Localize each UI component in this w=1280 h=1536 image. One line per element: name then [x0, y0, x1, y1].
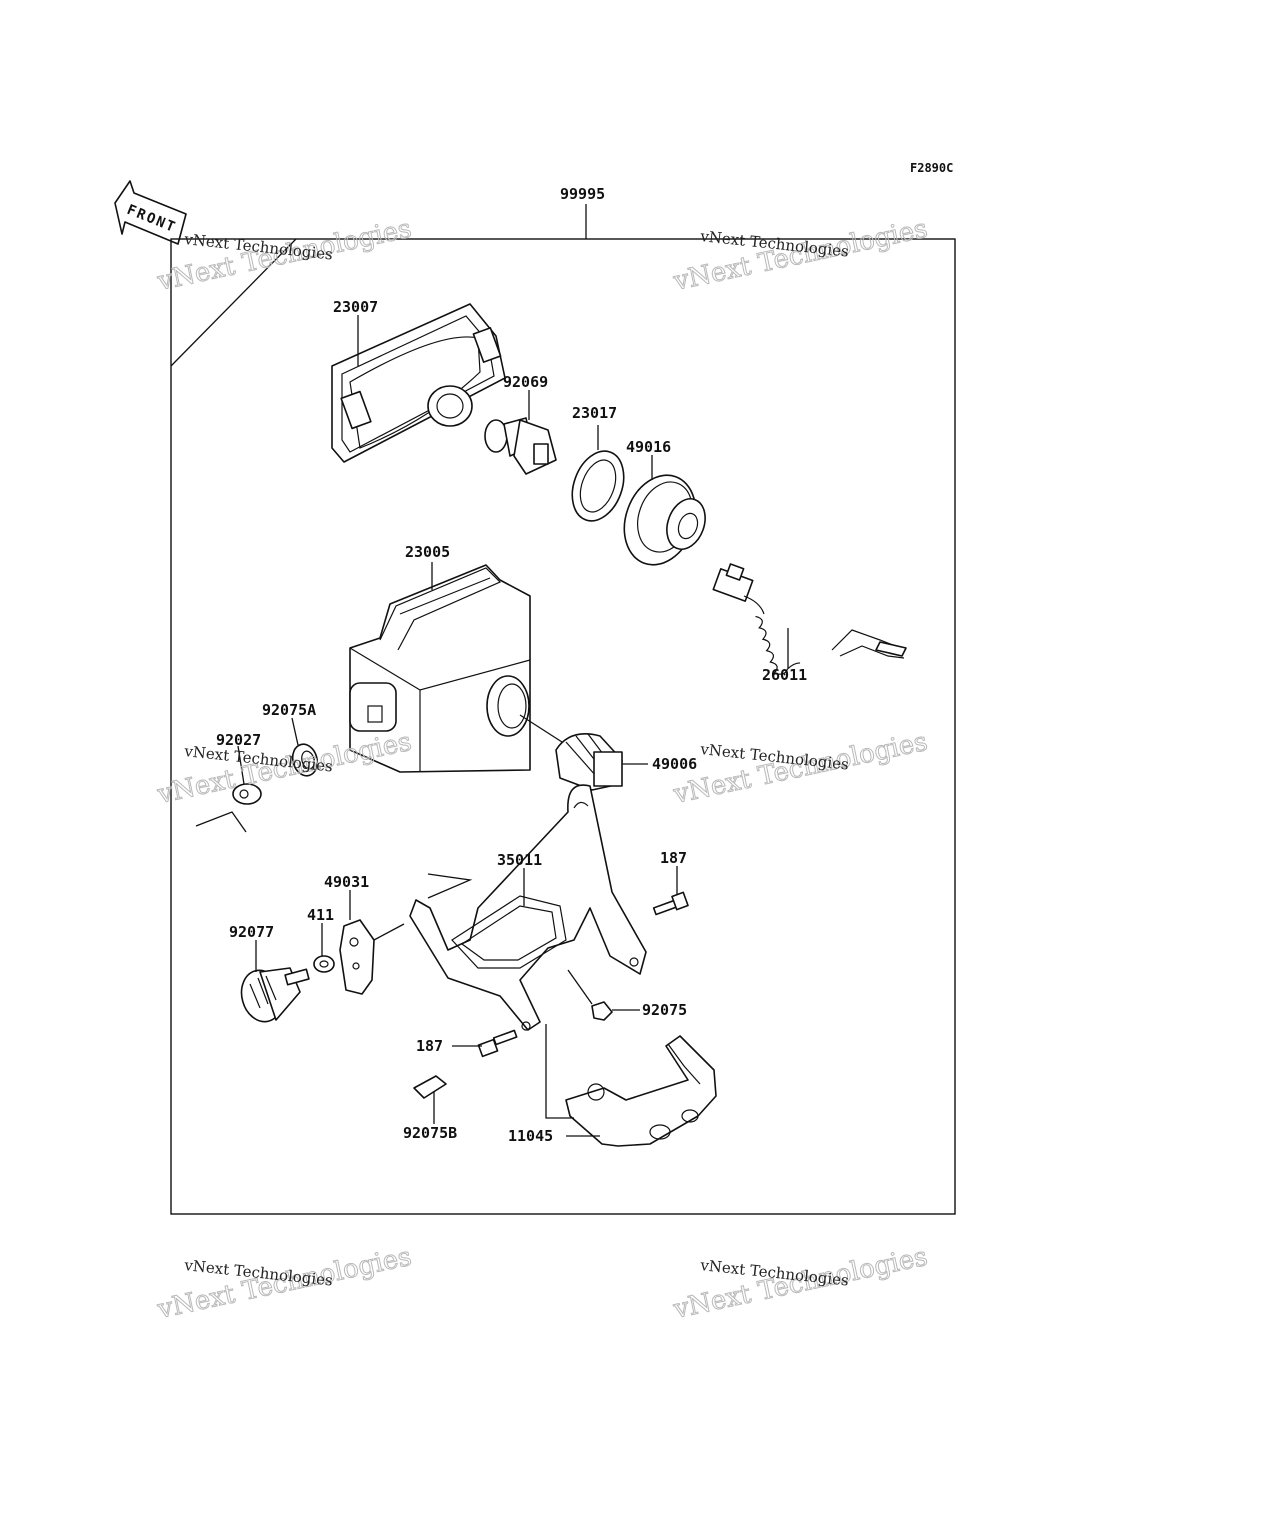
- part-label-92077: 92077: [229, 923, 274, 941]
- watermark-bottom-left: vNext Technologies vNext Technologies: [154, 1241, 415, 1325]
- headlight-lens-part: [331, 303, 506, 463]
- bolt-part-lower: [477, 1029, 518, 1058]
- headlight-housing-part: [349, 564, 531, 773]
- bracket-part: [409, 784, 647, 1031]
- retaining-ring-part: [571, 450, 625, 522]
- mount-bracket-part: [565, 1035, 717, 1147]
- part-label-49016: 49016: [626, 438, 671, 456]
- front-arrow-icon: FRONT: [114, 180, 187, 245]
- bulb-part: [484, 417, 557, 475]
- watermark-top-right: vNext Technologies vNext Technologies: [670, 213, 931, 297]
- part-label-187-lower: 187: [416, 1037, 443, 1055]
- part-label-26011: 26011: [762, 666, 807, 684]
- part-label-411: 411: [307, 906, 334, 924]
- figure-code: F2890C: [910, 161, 953, 175]
- part-label-11045: 11045: [508, 1127, 553, 1145]
- part-label-92075b: 92075B: [403, 1124, 457, 1142]
- rubber-boot-part: [623, 474, 706, 566]
- grommet-part: [291, 743, 319, 777]
- part-label-92075a: 92075A: [262, 701, 316, 719]
- plate-part: [339, 919, 375, 995]
- nut-part: [232, 783, 262, 805]
- rubber-cover-part: [555, 733, 623, 791]
- part-label-23017: 23017: [572, 404, 617, 422]
- wire-harness-part: [712, 563, 907, 675]
- washer-part: [313, 955, 335, 973]
- part-label-49031: 49031: [324, 873, 369, 891]
- watermark-mid-left: vNext Technologies vNext Technologies: [154, 726, 415, 810]
- part-label-23007: 23007: [333, 298, 378, 316]
- watermark-bottom-right: vNext Technologies vNext Technologies: [670, 1241, 931, 1325]
- knob-part: [240, 967, 310, 1023]
- part-label-35011: 35011: [497, 851, 542, 869]
- nut-part-92075: [591, 1001, 613, 1021]
- assembly-frame: [170, 204, 956, 1215]
- part-label-92027: 92027: [216, 731, 261, 749]
- part-label-49006: 49006: [652, 755, 697, 773]
- bolt-part-upper: [652, 891, 689, 916]
- part-label-92069: 92069: [503, 373, 548, 391]
- watermark-mid-right: vNext Technologies vNext Technologies: [670, 726, 931, 810]
- assembly-number: 99995: [560, 185, 605, 203]
- clip-part: [413, 1075, 447, 1099]
- watermark-top-left: vNext Technologies vNext Technologies: [154, 213, 415, 297]
- part-label-92075: 92075: [642, 1001, 687, 1019]
- part-label-23005: 23005: [405, 543, 450, 561]
- part-label-187-upper: 187: [660, 849, 687, 867]
